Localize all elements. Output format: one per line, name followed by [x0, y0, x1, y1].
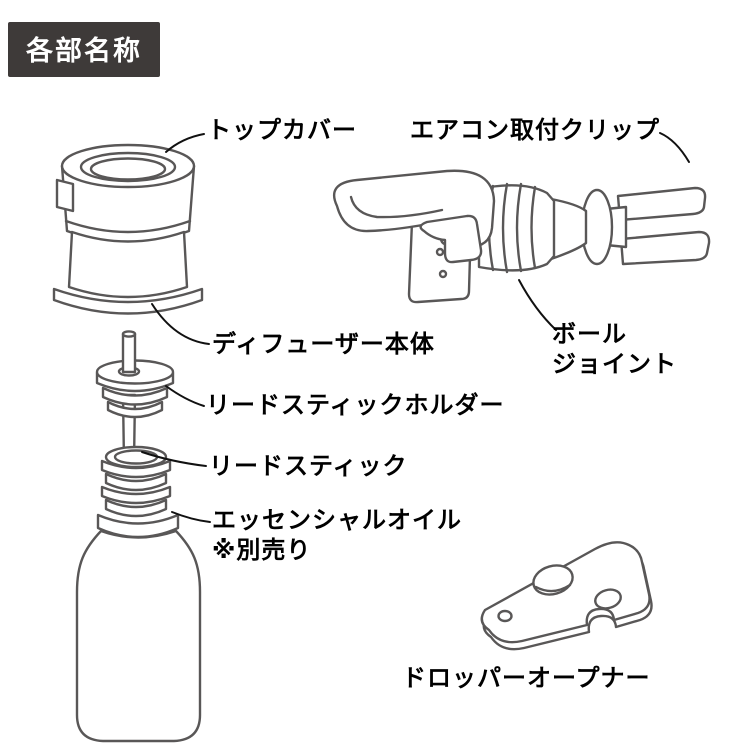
diffuser-body-illustration	[52, 230, 204, 315]
label-reed-stick-holder: リードスティックホルダー	[206, 392, 505, 419]
leader-ball-joint	[518, 279, 557, 331]
label-essential-oil-name: エッセンシャルオイル	[212, 507, 462, 534]
leader-reed-stick-holder	[165, 385, 205, 407]
leader-essential-oil	[171, 511, 211, 523]
label-essential-oil: エッセンシャルオイル ※別売り	[212, 506, 462, 566]
label-essential-oil-note: ※別売り	[212, 537, 312, 564]
ac-vent-clip-assembly-illustration	[332, 169, 711, 304]
reed-stick-holder-illustration	[95, 330, 175, 419]
label-reed-stick: リードスティック	[209, 453, 408, 480]
leader-diffuser-body	[151, 303, 210, 345]
label-dropper-opener: ドロッパーオープナー	[402, 665, 651, 692]
dropper-opener-illustration	[480, 541, 653, 651]
leader-top-cover	[165, 133, 205, 153]
label-ball-joint: ボール ジョイント	[552, 320, 677, 380]
leader-lines	[141, 132, 690, 523]
top-cover-illustration	[55, 143, 196, 244]
label-ball-joint-line2: ジョイント	[552, 351, 677, 378]
essential-oil-bottle-illustration	[75, 445, 202, 743]
ball-joint-illustration	[477, 182, 556, 274]
leader-ac-clip	[659, 132, 690, 163]
page-title-badge: 各部名称	[8, 22, 160, 77]
label-ac-clip: エアコン取付クリップ	[410, 117, 660, 144]
label-top-cover: トップカバー	[207, 117, 357, 144]
label-diffuser-body: ディフューザー本体	[212, 331, 435, 358]
leader-reed-stick	[141, 451, 207, 467]
label-ball-joint-line1: ボール	[552, 321, 627, 348]
